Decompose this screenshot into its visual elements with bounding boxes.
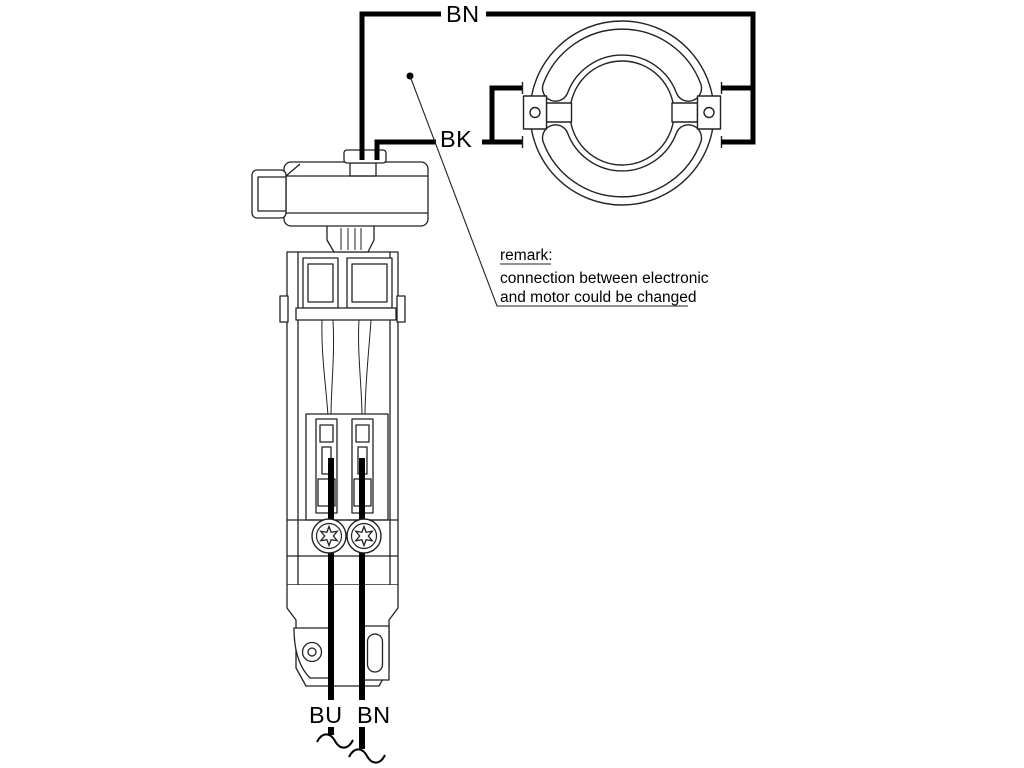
wire-label-bn-bottom: BN — [357, 702, 391, 728]
remark-line2: and motor could be changed — [500, 289, 696, 306]
internal-wires — [321, 319, 372, 417]
terminal-assembly — [305, 413, 389, 521]
wiring — [316, 11, 756, 764]
motor-rotor-circle — [569, 60, 675, 166]
wire-break-symbol-left — [316, 733, 354, 749]
terminal-screws — [311, 518, 382, 554]
wire-labels: BN BK BU BN — [309, 1, 486, 728]
leader-line — [409, 75, 688, 307]
wire-label-bn-top: BN — [446, 1, 480, 27]
wire-label-bk: BK — [440, 126, 472, 152]
wire-terminal-tab — [343, 149, 387, 164]
remark-heading: remark: — [500, 247, 553, 264]
wire-break-symbol-right — [348, 748, 386, 764]
connector-block-left — [302, 257, 339, 309]
brush-terminal-hole-left — [529, 106, 541, 119]
remark-line1: connection between electronic — [500, 270, 709, 287]
wire-bn-top — [359, 11, 756, 160]
remark-callout: remark: connection between electronic an… — [406, 72, 709, 307]
actuator-device — [251, 149, 429, 687]
device-neck — [326, 226, 375, 253]
motor — [521, 20, 723, 206]
motor-magnet-top — [541, 28, 703, 102]
wire-label-bu-bottom: BU — [309, 702, 343, 728]
connector-block-right — [346, 257, 393, 309]
motor-magnet-bottom — [541, 124, 703, 198]
electronics-housing — [283, 161, 429, 227]
brush-terminal-hole-right — [703, 106, 715, 119]
